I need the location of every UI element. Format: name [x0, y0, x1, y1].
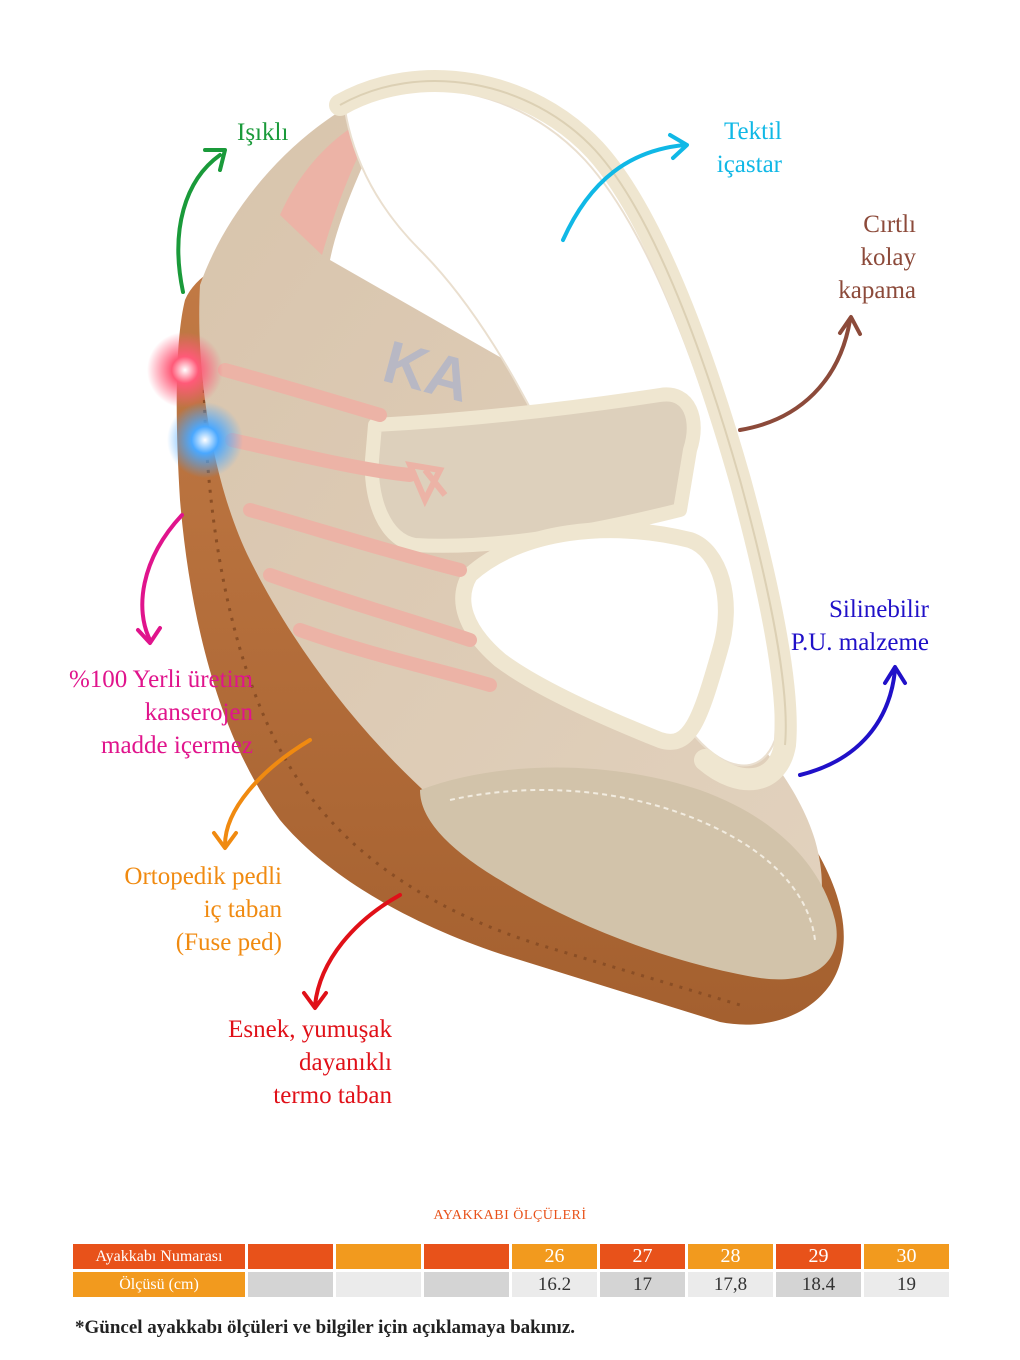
- cm-cell: 17,8: [688, 1272, 773, 1297]
- feature-line: kolay: [860, 244, 916, 271]
- size-cell: [336, 1244, 421, 1269]
- cm-cell: 17: [600, 1272, 685, 1297]
- feature-line: dayanıklı: [298, 1049, 392, 1076]
- feature-line: termo taban: [273, 1082, 392, 1109]
- footnote: *Güncel ayakkabı ölçüleri ve bilgiler iç…: [75, 1317, 576, 1338]
- feature-line: Silinebilir: [829, 596, 929, 623]
- feature-line: iç taban: [203, 896, 282, 923]
- feature-yerli: %100 Yerli üretim kanserojen madde içermez: [69, 663, 253, 762]
- size-cell: [248, 1244, 333, 1269]
- feature-cirtli: Cırtlı kolay kapama: [838, 208, 916, 307]
- feature-line: kapama: [838, 277, 916, 304]
- size-cell: [424, 1244, 509, 1269]
- cm-cell: 19: [864, 1272, 949, 1297]
- feature-line: madde içermez: [101, 732, 253, 759]
- feature-line: Cırtlı: [863, 211, 916, 238]
- size-cell: 29: [776, 1244, 861, 1269]
- feature-esnek: Esnek, yumuşak dayanıklı termo taban: [228, 1013, 392, 1112]
- feature-line: kanserojen: [144, 699, 253, 726]
- cm-cell: [248, 1272, 333, 1297]
- feature-line: P.U. malzeme: [790, 629, 929, 656]
- feature-isikli: Işıklı: [237, 116, 288, 149]
- size-cell: 28: [688, 1244, 773, 1269]
- feature-line: Işıklı: [237, 119, 289, 146]
- feature-ortopedik: Ortopedik pedli iç taban (Fuse ped): [124, 860, 282, 959]
- feature-line: içastar: [716, 151, 782, 178]
- cm-row-label: Ölçüsü (cm): [73, 1272, 245, 1297]
- cm-cell: [424, 1272, 509, 1297]
- size-cell: 30: [864, 1244, 949, 1269]
- feature-tekstil: Tektil içastar: [717, 115, 782, 181]
- size-table-title: AYAKKABI ÖLÇÜLERİ: [433, 1208, 587, 1223]
- cm-cell: [336, 1272, 421, 1297]
- size-cell: 26: [512, 1244, 597, 1269]
- cm-cell: 18.4: [776, 1272, 861, 1297]
- shoe-illustration: KA: [136, 70, 907, 1025]
- size-cell: 27: [600, 1244, 685, 1269]
- size-row-label: Ayakkabı Numarası: [73, 1244, 245, 1269]
- feature-line: Esnek, yumuşak: [228, 1016, 392, 1043]
- feature-line: Ortopedik pedli: [124, 863, 282, 890]
- cm-cell: 16.2: [512, 1272, 597, 1297]
- arrow-icon: [136, 133, 907, 1010]
- feature-line: (Fuse ped): [175, 929, 282, 956]
- feature-line: Tektil: [724, 118, 782, 145]
- feature-line: %100 Yerli üretim: [68, 666, 253, 693]
